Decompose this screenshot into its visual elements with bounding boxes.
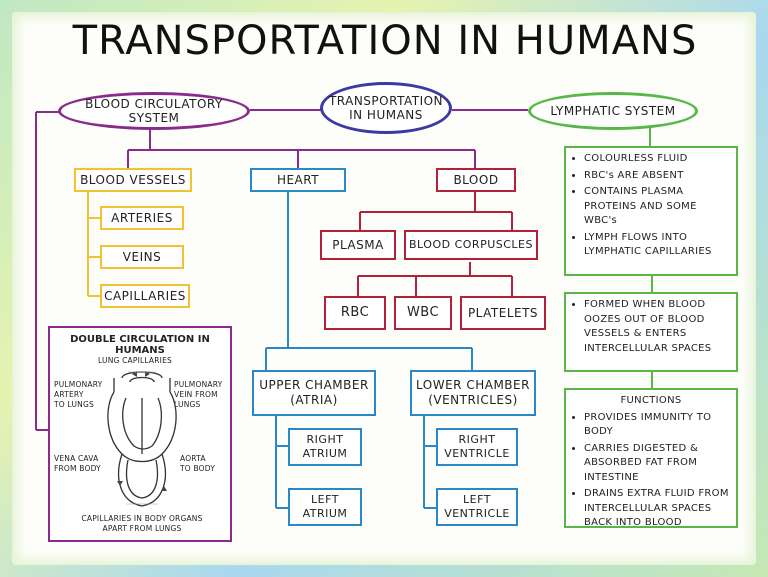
body-capillaries-label: CAPILLARIES IN BODY ORGANS APART FROM LU… — [81, 514, 203, 534]
heart-node: HEART — [250, 168, 346, 192]
capillaries-node: CAPILLARIES — [100, 284, 190, 308]
arteries-node: ARTERIES — [100, 206, 184, 230]
blood-node: BLOOD — [436, 168, 516, 192]
vena-cava-label: VENA CAVA FROM BODY — [54, 454, 101, 474]
double-circulation-title: DOUBLE CIRCULATION IN HUMANS — [70, 334, 210, 356]
lymph-property: LYMPH FLOWS INTO LYMPHATIC CAPILLARIES — [584, 231, 730, 260]
lymph-formation-text: FORMED WHEN BLOOD OOZES OUT OF BLOOD VES… — [584, 298, 730, 356]
lymph-property: RBC's ARE ABSENT — [584, 169, 730, 184]
lymphatic-system-node: LYMPHATIC SYSTEM — [528, 92, 698, 130]
functions-heading: FUNCTIONS — [620, 395, 682, 406]
lymph-properties-box: COLOURLESS FLUID RBC's ARE ABSENT CONTAI… — [564, 146, 738, 276]
blood-vessels-node: BLOOD VESSELS — [74, 168, 192, 192]
function-item: DRAINS EXTRA FLUID FROM INTERCELLULAR SP… — [584, 487, 730, 531]
pulmonary-artery-label: PULMONARY ARTERY TO LUNGS — [54, 380, 103, 410]
right-ventricle-node: RIGHT VENTRICLE — [436, 428, 518, 466]
lower-chamber-node: LOWER CHAMBER (VENTRICLES) — [410, 370, 536, 416]
blood-corpuscles-node: BLOOD CORPUSCLES — [404, 230, 538, 260]
upper-chamber-node: UPPER CHAMBER (ATRIA) — [252, 370, 376, 416]
pulmonary-vein-label: PULMONARY VEIN FROM LUNGS — [174, 380, 223, 410]
blood-circulatory-system-node: BLOOD CIRCULATORY SYSTEM — [58, 92, 250, 130]
central-topic-node: TRANSPORTATION IN HUMANS — [320, 82, 452, 134]
lymph-property: CONTAINS PLASMA PROTEINS AND SOME WBC's — [584, 185, 730, 229]
rbc-node: RBC — [324, 296, 386, 330]
lymph-formation-box: FORMED WHEN BLOOD OOZES OUT OF BLOOD VES… — [564, 292, 738, 372]
page-title: TRANSPORTATION IN HUMANS — [72, 18, 698, 64]
wbc-node: WBC — [394, 296, 452, 330]
lung-capillaries-label: LUNG CAPILLARIES — [98, 356, 172, 365]
veins-node: VEINS — [100, 245, 184, 269]
aorta-label: AORTA TO BODY — [180, 454, 216, 474]
double-circulation-box: DOUBLE CIRCULATION IN HUMANS LUNG CAPILL… — [48, 326, 232, 542]
left-atrium-node: LEFT ATRIUM — [288, 488, 362, 526]
right-atrium-node: RIGHT ATRIUM — [288, 428, 362, 466]
plasma-node: PLASMA — [320, 230, 396, 260]
function-item: PROVIDES IMMUNITY TO BODY — [584, 411, 730, 440]
lymph-property: COLOURLESS FLUID — [584, 152, 730, 167]
function-item: CARRIES DIGESTED & ABSORBED FAT FROM INT… — [584, 442, 730, 486]
heart-circulation-drawing — [107, 371, 177, 507]
platelets-node: PLATELETS — [460, 296, 546, 330]
lymph-functions-box: FUNCTIONS PROVIDES IMMUNITY TO BODY CARR… — [564, 388, 738, 528]
left-ventricle-node: LEFT VENTRICLE — [436, 488, 518, 526]
